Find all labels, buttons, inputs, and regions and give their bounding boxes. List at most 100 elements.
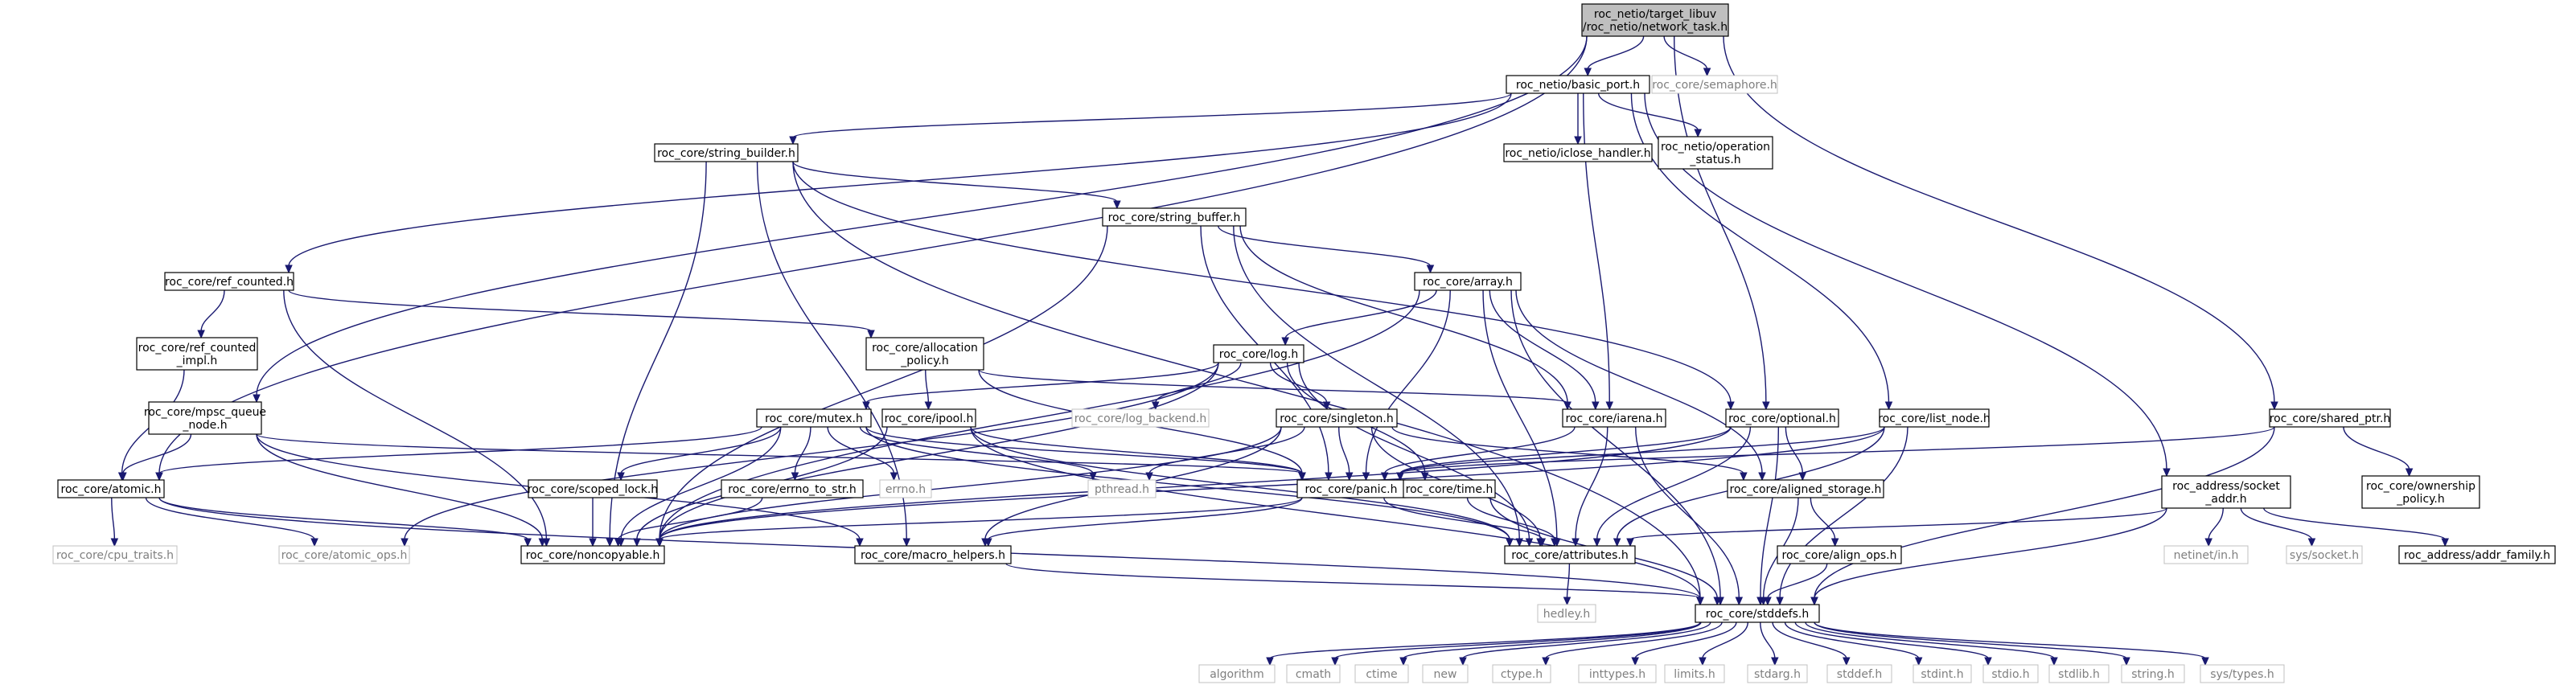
- node-label: pthread.h: [1095, 483, 1149, 496]
- node-singleton[interactable]: roc_core/singleton.h: [1276, 408, 1398, 428]
- edge-arrowhead: [2270, 401, 2278, 411]
- edge-iarena-to-attributes: [1571, 426, 1608, 548]
- node-label: cmath: [1296, 668, 1331, 681]
- node-operation-status[interactable]: roc_netio/operation_status.h: [1658, 136, 1773, 170]
- node-label: roc_core/cpu_traits.h: [56, 549, 174, 562]
- node-ipool[interactable]: roc_core/ipool.h: [881, 408, 976, 428]
- node-box: [1747, 664, 1808, 683]
- node-ctime: ctime: [1354, 664, 1409, 683]
- node-mpsc-queue-node[interactable]: roc_core/mpsc_queue_node.h: [144, 401, 266, 435]
- edge-line: [659, 362, 1219, 540]
- edge-arrowhead: [1703, 68, 1711, 77]
- edge-line: [1814, 621, 2127, 659]
- node-label: stdint.h: [1921, 668, 1963, 681]
- node-log[interactable]: roc_core/log.h: [1213, 344, 1304, 363]
- node-string: string.h: [2121, 664, 2185, 683]
- edge-line: [1334, 621, 1701, 659]
- node-stddefs[interactable]: roc_core/stddefs.h: [1695, 604, 1820, 623]
- node-label: limits.h: [1674, 668, 1715, 681]
- node-allocation-policy[interactable]: roc_core/allocation_policy.h: [865, 337, 984, 371]
- edge-line: [1155, 362, 1242, 404]
- edge-line: [1587, 35, 1645, 70]
- node-attributes[interactable]: roc_core/attributes.h: [1504, 545, 1636, 564]
- node-mutex[interactable]: roc_core/mutex.h: [756, 408, 872, 428]
- node-hedley: hedley.h: [1537, 604, 1596, 623]
- node-align-ops[interactable]: roc_core/align_ops.h: [1777, 545, 1902, 564]
- node-label: roc_core/time.h: [1406, 483, 1493, 496]
- edge-arrowhead: [902, 538, 911, 548]
- node-array[interactable]: roc_core/array.h: [1414, 272, 1522, 291]
- edge-line: [1284, 289, 1437, 339]
- node-box: [2286, 545, 2363, 564]
- node-box: [1727, 479, 1884, 498]
- edge-line: [1814, 621, 2206, 659]
- edge-arrowhead: [253, 394, 261, 404]
- edge-singleton-to-panic: [1338, 426, 1354, 482]
- node-string-builder[interactable]: roc_core/string_builder.h: [654, 143, 799, 162]
- node-box: [1414, 272, 1522, 291]
- edge-line: [288, 289, 872, 332]
- edge-line: [620, 426, 782, 474]
- edge-line: [659, 426, 1282, 540]
- edge-arrowhead: [1713, 597, 1721, 606]
- node-box: [52, 545, 178, 564]
- node-time[interactable]: roc_core/time.h: [1403, 479, 1496, 498]
- node-socket-addr[interactable]: roc_address/socket_addr.h: [2161, 475, 2291, 509]
- edge-arrowhead: [1151, 401, 1160, 411]
- edge-log-to-atomic_ops: [401, 362, 1219, 548]
- edge-mutex-to-errno: [827, 426, 898, 482]
- node-string-buffer[interactable]: roc_core/string_buffer.h: [1102, 207, 1247, 227]
- node-label: roc_core/allocation: [872, 342, 978, 355]
- edge-arrowhead: [856, 538, 864, 548]
- edge-string_builder-to-optional: [792, 161, 1735, 411]
- node-scoped-lock[interactable]: roc_core/scoped_lock.h: [528, 479, 658, 498]
- edge-arrowhead: [1631, 657, 1639, 666]
- edge-arrowhead: [984, 538, 992, 548]
- edge-mutex-to-atomic: [155, 426, 762, 482]
- edge-arrowhead: [1542, 657, 1550, 666]
- node-noncopyable[interactable]: roc_core/noncopyable.h: [520, 545, 665, 564]
- edge-array-to-attributes: [1482, 289, 1561, 548]
- edge-arrowhead: [1884, 401, 1893, 411]
- node-label: roc_core/log_backend.h: [1074, 412, 1207, 425]
- node-ref-counted-impl[interactable]: roc_core/ref_counted_impl.h: [136, 337, 258, 371]
- edge-line: [1269, 621, 1701, 659]
- edge-arrowhead: [2163, 468, 2171, 478]
- edge-mutex-to-panic: [865, 426, 1306, 482]
- node-ref-counted[interactable]: roc_core/ref_counted.h: [164, 272, 294, 291]
- node-aligned-storage[interactable]: roc_core/aligned_storage.h: [1727, 479, 1884, 498]
- edge-string_builder-to-noncopyable: [606, 161, 707, 548]
- node-atomic[interactable]: roc_core/atomic.h: [57, 479, 165, 498]
- edge-network_task-to-shared_ptr: [1723, 35, 2278, 411]
- node-label: sys/socket.h: [2290, 549, 2359, 562]
- node-list-node[interactable]: roc_core/list_node.h: [1878, 408, 1991, 428]
- node-label: sys/types.h: [2210, 668, 2274, 681]
- node-label: roc_core/macro_helpers.h: [861, 549, 1005, 562]
- node-optional[interactable]: roc_core/optional.h: [1725, 408, 1839, 428]
- node-iclose-handler[interactable]: roc_netio/iclose_handler.h: [1503, 143, 1653, 162]
- node-cpu-traits: roc_core/cpu_traits.h: [52, 545, 178, 564]
- node-label: roc_core/aligned_storage.h: [1730, 483, 1882, 496]
- edge-line: [970, 426, 1303, 474]
- node-ownership-policy[interactable]: roc_core/ownership_policy.h: [2361, 475, 2480, 509]
- node-network-task[interactable]: roc_netio/target_libuv/roc_netio/network…: [1581, 3, 1729, 37]
- node-box: [1503, 143, 1653, 162]
- edge-array-to-aligned_storage: [1515, 289, 1766, 482]
- node-panic[interactable]: roc_core/panic.h: [1296, 479, 1406, 498]
- edge-stddefs-to-ctype: [1542, 621, 1723, 666]
- edge-line: [925, 369, 930, 404]
- edge-arrowhead: [1563, 401, 1571, 411]
- node-box: [520, 545, 665, 564]
- edge-arrowhead: [155, 472, 163, 482]
- node-addr-family[interactable]: roc_address/addr_family.h: [2398, 545, 2556, 564]
- node-shared-ptr[interactable]: roc_core/shared_ptr.h: [2269, 408, 2391, 428]
- node-macro-helpers[interactable]: roc_core/macro_helpers.h: [854, 545, 1012, 564]
- node-label: algorithm: [1210, 668, 1264, 681]
- edge-arrowhead: [633, 538, 641, 548]
- node-basic-port[interactable]: roc_netio/basic_port.h: [1506, 75, 1650, 94]
- node-errno-to-str[interactable]: roc_core/errno_to_str.h: [721, 479, 864, 498]
- edge-network_task-to-semaphore: [1663, 35, 1711, 77]
- node-iarena[interactable]: roc_core/iarena.h: [1562, 408, 1666, 428]
- node-stdlib: stdlib.h: [2048, 664, 2110, 683]
- edge-arrowhead: [1281, 337, 1289, 347]
